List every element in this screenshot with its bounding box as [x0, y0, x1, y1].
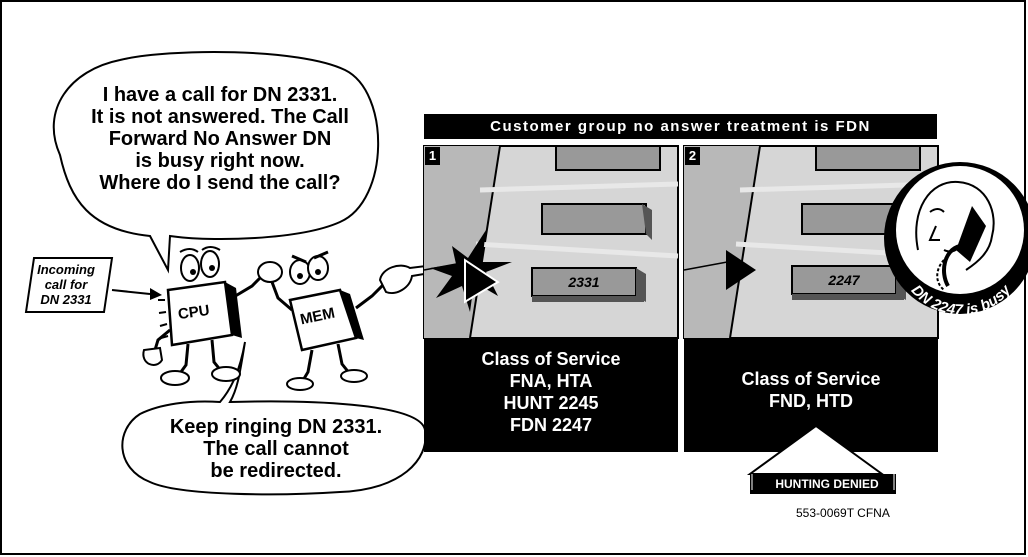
mem-speech-text: Keep ringing DN 2331. The call cannot be… — [136, 416, 416, 482]
panel-1-key-label: 2331 — [534, 274, 634, 290]
panel-2-class-of-service: Class of Service FND, HTD — [684, 368, 938, 412]
panel-2-number: 2 — [685, 147, 700, 165]
treatment-banner: Customer group no answer treatment is FD… — [424, 114, 937, 139]
mem-character — [258, 252, 428, 390]
mem-line-3: be redirected. — [136, 460, 416, 482]
hunting-denied-label: HUNTING DENIED — [758, 474, 896, 494]
panel-1-cos-line-3: HUNT 2245 — [424, 392, 678, 414]
mem-line-2: The call cannot — [136, 438, 416, 460]
panel-1-number: 1 — [425, 147, 440, 165]
panel-1-cos-line-2: FNA, HTA — [424, 370, 678, 392]
incoming-call-text: Incoming call for DN 2331 — [28, 262, 104, 307]
panel-2-key-label: 2247 — [794, 272, 894, 288]
incoming-line-3: DN 2331 — [28, 292, 104, 307]
cpu-line-3: Forward No Answer DN — [80, 128, 360, 150]
panel-2-cos-title: Class of Service — [684, 368, 938, 390]
panel-1-cos-title: Class of Service — [424, 348, 678, 370]
cpu-speech-text: I have a call for DN 2331. It is not ans… — [80, 84, 360, 194]
panel-2-cos-line-2: FND, HTD — [684, 390, 938, 412]
incoming-line-1: Incoming — [28, 262, 104, 277]
mem-line-1: Keep ringing DN 2331. — [136, 416, 416, 438]
incoming-arrow — [112, 288, 162, 300]
figure-reference: 553-0069T CFNA — [796, 506, 890, 520]
cpu-line-2: It is not answered. The Call — [80, 106, 360, 128]
cpu-line-1: I have a call for DN 2331. — [80, 84, 360, 106]
panel-1-cos-line-4: FDN 2247 — [424, 414, 678, 436]
cpu-line-4: is busy right now. — [80, 150, 360, 172]
cpu-line-5: Where do I send the call? — [80, 172, 360, 194]
panel-1-class-of-service: Class of Service FNA, HTA HUNT 2245 FDN … — [424, 348, 678, 436]
incoming-line-2: call for — [28, 277, 104, 292]
